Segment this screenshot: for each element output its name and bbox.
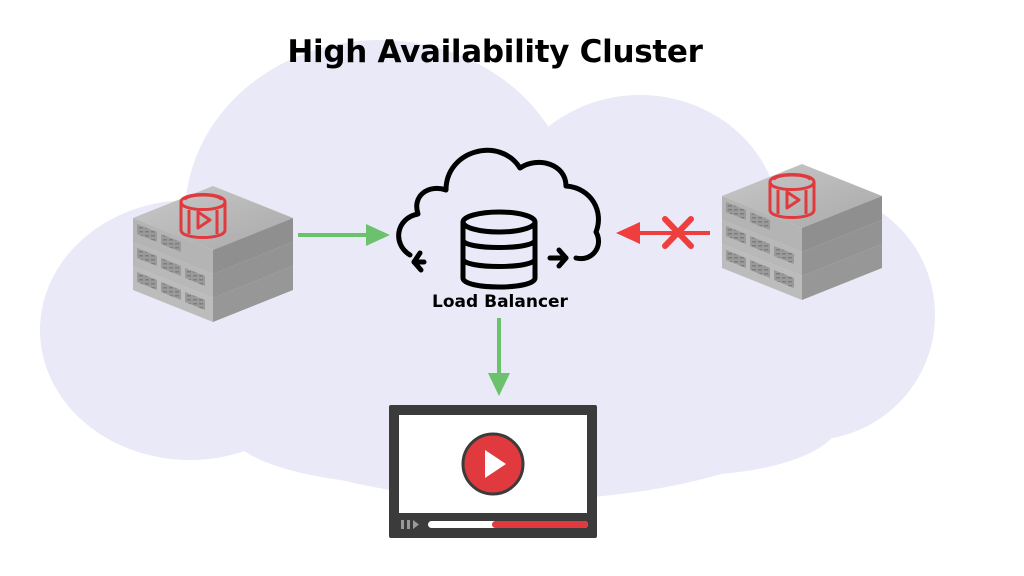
progress-fill (492, 521, 588, 528)
diagram-title: High Availability Cluster (287, 34, 703, 70)
arrow-backup-to-balancer-blocked (616, 216, 710, 249)
blocked-x-icon (662, 216, 694, 249)
video-player-icon (389, 405, 597, 538)
load-balancer-label: Load Balancer (432, 292, 568, 312)
arrow-balancer-to-player (488, 318, 510, 396)
load-balancer-icon (396, 148, 601, 290)
arrow-primary-to-balancer (298, 224, 390, 246)
cloud-outline-icon (396, 148, 601, 262)
pause-icon (401, 520, 419, 529)
play-button-icon (461, 432, 525, 496)
database-icon (460, 209, 538, 290)
